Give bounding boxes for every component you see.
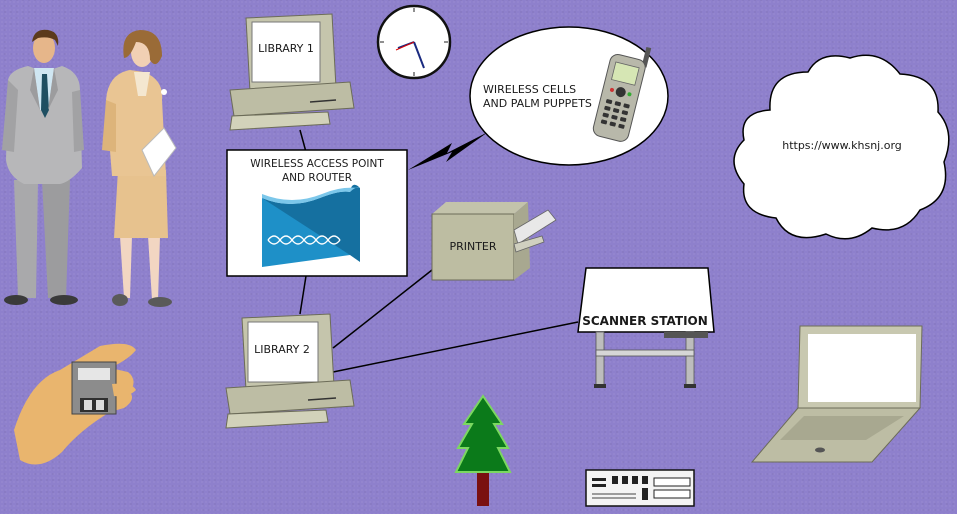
library2-computer: LIBRARY 2 [225,313,355,429]
link-library2-printer [332,269,433,349]
connection-lines [299,129,579,373]
cloud-url-label: https://www.khsnj.org [782,139,902,152]
cell-phone-icon [592,46,652,142]
hand-floppy-disk [14,343,136,465]
library2-label: LIBRARY 2 [254,343,310,356]
scanner-station: SCANNER STATION [577,267,715,388]
library1-computer: LIBRARY 1 [229,13,355,131]
wireless-cells-bubble: WIRELESS CELLS AND PALM PUPPETS [469,26,669,166]
wireless-label-line1: WIRELESS CELLS [483,83,576,96]
link-library1-router [299,129,307,153]
scanner-label: SCANNER STATION [582,314,708,328]
access-point-box: WIRELESS ACCESS POINT AND ROUTER [226,149,408,277]
businessman-figure [2,29,84,305]
access-point-label-line2: AND ROUTER [282,172,352,184]
link-library2-scanner [332,321,579,373]
laptop-computer [750,325,923,463]
server-box-icon [585,469,695,507]
internet-cloud: https://www.khsnj.org [733,54,950,240]
businesswoman-figure [102,30,177,307]
wireless-label-line2: AND PALM PUPPETS [483,97,592,110]
access-point-label-line1: WIRELESS ACCESS POINT [250,158,384,170]
wireless-lightning-icon [408,132,488,170]
printer-device: PRINTER [431,202,557,281]
clock-icon [376,4,452,80]
library1-label: LIBRARY 1 [258,42,314,55]
tree-icon [454,394,512,506]
printer-label: PRINTER [449,240,496,253]
router-icon [262,184,360,267]
link-router-library2 [299,275,307,315]
